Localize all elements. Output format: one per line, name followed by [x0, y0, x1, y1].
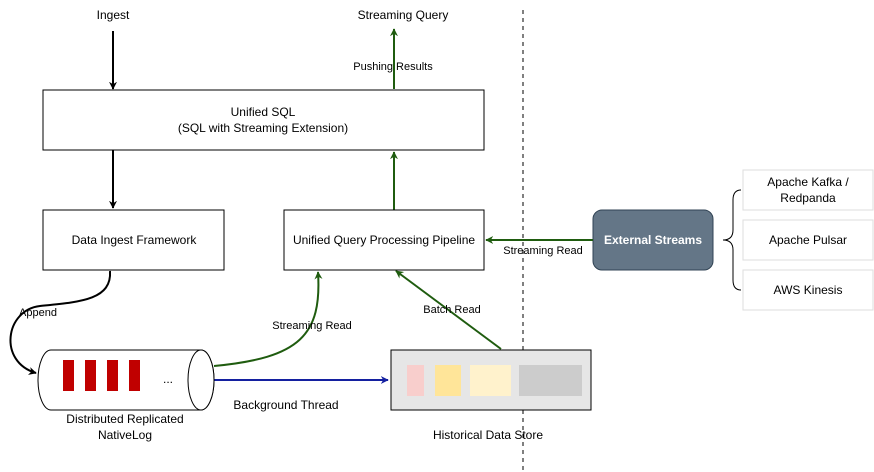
background-thread-label: Background Thread: [233, 398, 338, 412]
store-segment-3: [470, 365, 511, 396]
append-label: Append: [19, 307, 57, 319]
apache-kafka-label-line2: Redpanda: [780, 191, 836, 205]
batch-read-label: Batch Read: [423, 304, 480, 316]
data-ingest-framework-box[interactable]: [42, 209, 225, 271]
historical-data-store-label: Historical Data Store: [433, 428, 543, 442]
external-streaming-read-label: Streaming Read: [503, 245, 583, 257]
external-streams-label: External Streams: [604, 233, 702, 247]
store-segment-1: [407, 365, 424, 396]
sources-brace: [722, 189, 742, 291]
store-segment-2: [435, 365, 461, 396]
log-streaming-read-arrow: [213, 271, 323, 367]
unified-sql-box[interactable]: [42, 89, 485, 151]
apache-pulsar-box[interactable]: [742, 219, 874, 261]
apache-kafka-label-line1: Apache Kafka /: [767, 175, 849, 189]
store-segment-4: [519, 365, 582, 396]
append-arrow: [9, 270, 112, 375]
aws-kinesis-box[interactable]: [742, 269, 874, 311]
unified-sql-title: Unified SQL: [231, 105, 296, 119]
log-block-1: [63, 360, 74, 391]
nativelog-label-line1: Distributed Replicated: [66, 412, 183, 426]
aws-kinesis-label: AWS Kinesis: [774, 283, 843, 297]
log-block-2: [85, 360, 96, 391]
batch-read-arrow: [395, 270, 502, 350]
nativelog-cylinder-icon[interactable]: [37, 349, 215, 411]
apache-pulsar-label: Apache Pulsar: [769, 233, 847, 247]
unified-sql-subtitle: (SQL with Streaming Extension): [178, 121, 348, 135]
apache-kafka-box[interactable]: [742, 169, 874, 211]
pushing-results-label: Pushing Results: [353, 61, 433, 73]
unified-query-pipeline-label: Unified Query Processing Pipeline: [293, 233, 475, 247]
log-block-3: [107, 360, 118, 391]
unified-query-pipeline-box[interactable]: [283, 209, 485, 271]
log-streaming-read-label: Streaming Read: [272, 320, 352, 332]
data-ingest-framework-label: Data Ingest Framework: [72, 233, 198, 247]
streaming-query-label: Streaming Query: [358, 8, 449, 22]
log-block-4: [129, 360, 140, 391]
nativelog-label-line2: NativeLog: [98, 428, 152, 442]
log-ellipsis: ...: [163, 372, 173, 386]
ingest-label: Ingest: [97, 8, 130, 22]
